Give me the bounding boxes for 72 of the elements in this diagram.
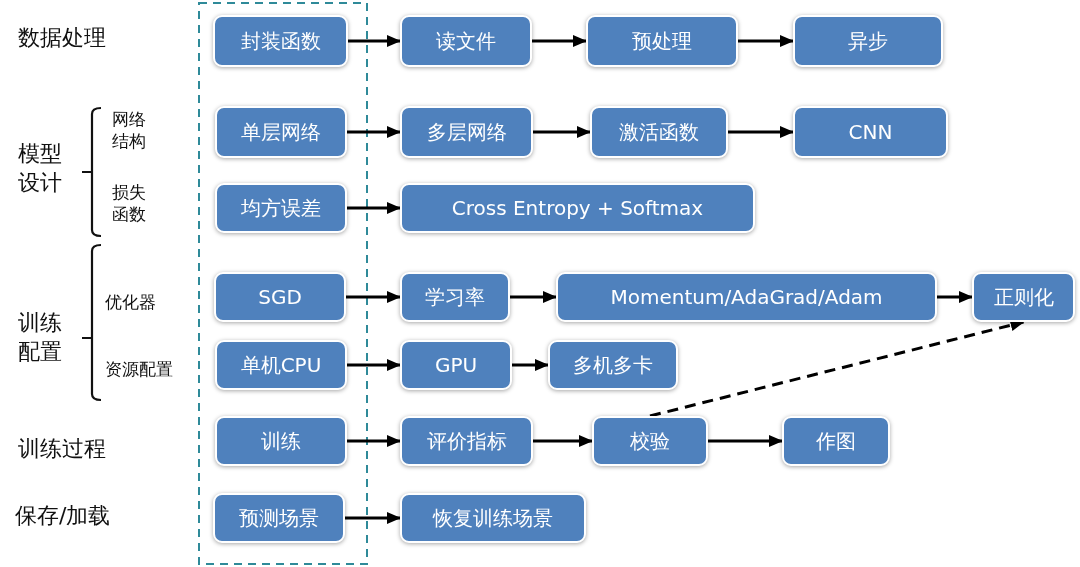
arrow — [345, 512, 401, 524]
node-label: SGD — [258, 285, 302, 309]
arrow — [532, 35, 587, 47]
node-label: 校验 — [630, 427, 670, 455]
node-label: 预测场景 — [239, 504, 319, 532]
arrow — [738, 35, 794, 47]
arrow — [533, 435, 593, 447]
node-label: 恢复训练场景 — [433, 504, 553, 532]
sub-label: 损失函数 — [112, 181, 147, 226]
process-box — [782, 416, 890, 466]
process-box — [213, 493, 345, 543]
arrow — [512, 359, 549, 371]
row-label: 训练配置 — [18, 309, 63, 366]
process-box — [215, 340, 347, 390]
process-box — [214, 272, 346, 322]
node-label: CNN — [848, 120, 893, 144]
arrow — [347, 202, 401, 214]
arrow — [348, 35, 401, 47]
process-box — [400, 272, 510, 322]
process-box — [586, 15, 738, 67]
sub-label: 资源配置 — [105, 358, 173, 381]
process-box — [400, 106, 533, 158]
process-box — [592, 416, 708, 466]
process-box — [556, 272, 937, 322]
arrow — [510, 291, 557, 303]
process-box — [400, 493, 586, 543]
node-label: 多机多卡 — [573, 351, 653, 379]
node-label: GPU — [434, 353, 478, 377]
node-label: 激活函数 — [619, 118, 699, 146]
node-label: 预处理 — [632, 27, 692, 55]
row-label: 训练过程 — [18, 435, 106, 463]
process-box — [972, 272, 1075, 322]
arrow — [533, 126, 591, 138]
process-box — [400, 340, 512, 390]
node-label: 单层网络 — [241, 118, 321, 146]
row-label: 数据处理 — [18, 24, 106, 52]
process-box — [213, 15, 348, 67]
node-label: 正则化 — [993, 283, 1054, 311]
process-box — [215, 106, 347, 158]
process-box — [400, 183, 755, 233]
arrow — [728, 126, 794, 138]
process-box — [400, 416, 533, 466]
process-box — [548, 340, 678, 390]
process-box — [590, 106, 728, 158]
arrow — [347, 126, 401, 138]
arrow — [708, 435, 783, 447]
node-label: 多层网络 — [426, 118, 507, 146]
arrow — [347, 435, 401, 447]
node-label: 作图 — [816, 427, 856, 455]
row-label: 模型设计 — [18, 140, 63, 197]
sub-label: 网络结构 — [112, 108, 147, 153]
arrow — [937, 291, 973, 303]
process-box — [793, 106, 948, 158]
node-label: 异步 — [848, 27, 888, 55]
node-label: 单机CPU — [240, 351, 322, 379]
process-box — [215, 183, 347, 233]
row-label: 保存/加载 — [15, 502, 111, 530]
node-label: 封装函数 — [240, 27, 321, 55]
node-label: 读文件 — [436, 27, 496, 55]
process-box — [400, 15, 532, 67]
node-label: 评价指标 — [426, 427, 507, 455]
arrow — [346, 291, 401, 303]
process-box — [215, 416, 347, 466]
node-label: 训练 — [261, 427, 301, 455]
process-box — [793, 15, 943, 67]
arrow — [649, 319, 1025, 418]
node-label: 学习率 — [425, 283, 485, 311]
node-label: 均方误差 — [241, 194, 321, 222]
sub-label: 优化器 — [105, 291, 156, 314]
node-label: Cross Entropy + Softmax — [451, 196, 704, 220]
node-label: Momentum/AdaGrad/Adam — [610, 285, 883, 309]
arrow — [347, 359, 401, 371]
